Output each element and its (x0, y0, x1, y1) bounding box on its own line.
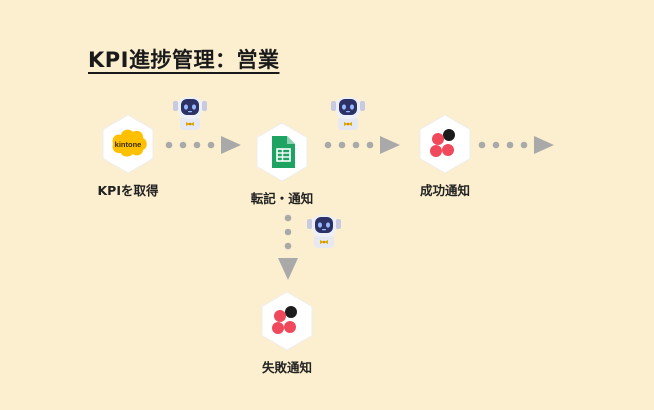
spreadsheet-icon (256, 122, 308, 182)
success-node[interactable] (414, 113, 476, 175)
page-title: KPI進捗管理：営業 (88, 48, 280, 72)
sheets-label: 転記・通知 (250, 191, 314, 206)
kintone-icon: kintone (102, 114, 154, 174)
kintone-label: KPIを取得 (97, 183, 159, 198)
failure-label: 失敗通知 (261, 360, 312, 375)
asana-icon (261, 291, 313, 351)
connector-arrow (478, 134, 558, 156)
connector-arrow (165, 134, 245, 156)
asana-icon (419, 114, 471, 174)
robot-icon (330, 93, 366, 135)
robot-icon (306, 211, 342, 253)
connector-arrow (324, 134, 404, 156)
robot-icon (172, 93, 208, 135)
kintone-logo-text: kintone (115, 140, 142, 149)
sheets-node[interactable] (251, 121, 313, 183)
connector-arrow (276, 212, 300, 284)
success-label: 成功通知 (419, 183, 470, 198)
kintone-node[interactable]: kintone (97, 113, 159, 175)
failure-node[interactable] (256, 290, 318, 352)
